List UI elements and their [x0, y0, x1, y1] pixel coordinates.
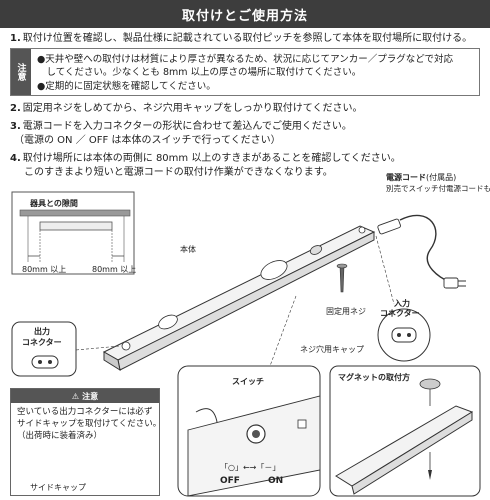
cap-label: ネジ穴用キャップ — [300, 345, 364, 354]
step-number: 2. — [10, 103, 21, 114]
step-text: 取付け位置を確認し、製品仕様に記載されている取付ピッチを参照して本体を取付場所に… — [22, 33, 473, 44]
step-number: 4. — [10, 153, 21, 164]
step-number: 1. — [10, 33, 21, 44]
warning-icon: ⚠ — [71, 391, 80, 401]
page-title: 取付けとご使用方法 — [0, 0, 490, 28]
magnet-callout — [329, 365, 481, 497]
step-3-sub: （電源の ON ／ OFF は本体のスイッチで行ってください） — [14, 134, 281, 148]
switch-state-text: 「○」←→「－」 — [220, 463, 281, 472]
step-1: 1.取付け位置を確認し、製品仕様に記載されている取付ピッチを参照して本体を取付場… — [10, 32, 472, 46]
output-connector-label: コネクター — [22, 338, 62, 347]
step-text: 取付け場所には本体の両側に 80mm 以上のすきまがあることを確認してください。 — [22, 153, 401, 164]
power-cord — [377, 214, 466, 289]
caution-note-box: 注意 ●天井や壁への取付けは材質により厚さが異なるため、状況に応じてアンカー／プ… — [10, 48, 480, 96]
switch-label: スイッチ — [232, 377, 264, 386]
side-cap-label: サイドキャップ — [30, 483, 86, 492]
fixing-screw — [336, 263, 348, 293]
body-label: 本体 — [180, 245, 196, 254]
installation-diagram — [11, 191, 481, 497]
input-connector-label: コネクター — [380, 309, 420, 318]
caution-tag: 注意 — [11, 49, 31, 95]
caution-text: 空いている出力コネクターには必ず サイドキャップを取付けてください。 （出荷時に… — [17, 407, 162, 441]
clearance-inset — [11, 191, 135, 275]
step-text: （電源の ON ／ OFF は本体のスイッチで行ってください） — [14, 135, 281, 146]
caution-heading: ⚠注意 — [11, 389, 159, 403]
left-gap-label: 80mm 以上 — [22, 265, 67, 274]
output-connector-label: 出力 — [34, 327, 50, 336]
note-line: してください。少なくとも 8mm 以上の厚さの場所に取付けてください。 — [37, 67, 362, 78]
step-text: 電源コードを入力コネクターの形状に合わせて差込んでご使用ください。 — [22, 121, 352, 132]
step-text: このすきまより短いと電源コードの取付け作業ができなくなります。 — [24, 167, 333, 178]
step-text: 固定用ネジをしめてから、ネジ穴用キャップをしっかり取付けてください。 — [22, 103, 363, 114]
step-3: 3.電源コードを入力コネクターの形状に合わせて差込んでご使用ください。 — [10, 120, 352, 134]
input-connector-callout — [375, 235, 431, 362]
output-connector-callout — [11, 321, 121, 377]
on-label: ON — [268, 476, 284, 486]
input-connector-label: 入力 — [394, 299, 410, 308]
right-gap-label: 80mm 以上 — [92, 265, 137, 274]
off-label: OFF — [220, 476, 240, 486]
switch-callout — [177, 295, 321, 497]
clearance-title: 器具との隙間 — [30, 199, 78, 208]
note-line: ●天井や壁への取付けは材質により厚さが異なるため、状況に応じてアンカー／プラグな… — [37, 54, 454, 65]
side-cap-caution-box: ⚠注意 空いている出力コネクターには必ず サイドキャップを取付けてください。 （… — [10, 388, 162, 496]
magnet-label: マグネットの取付方 — [338, 373, 410, 382]
screw-label: 固定用ネジ — [326, 307, 366, 316]
step-4-sub: このすきまより短いと電源コードの取付け作業ができなくなります。 — [24, 166, 333, 180]
cord-note: 別売でスイッチ付電源コードも — [386, 184, 490, 193]
cord-label: 電源コード(付属品) — [386, 173, 457, 182]
step-2: 2.固定用ネジをしめてから、ネジ穴用キャップをしっかり取付けてください。 — [10, 102, 362, 116]
note-line: ●定期的に固定状態を確認してください。 — [37, 81, 216, 92]
fixture-body — [102, 225, 376, 372]
step-4: 4.取付け場所には本体の両側に 80mm 以上のすきまがあることを確認してくださ… — [10, 152, 401, 166]
step-number: 3. — [10, 121, 21, 132]
